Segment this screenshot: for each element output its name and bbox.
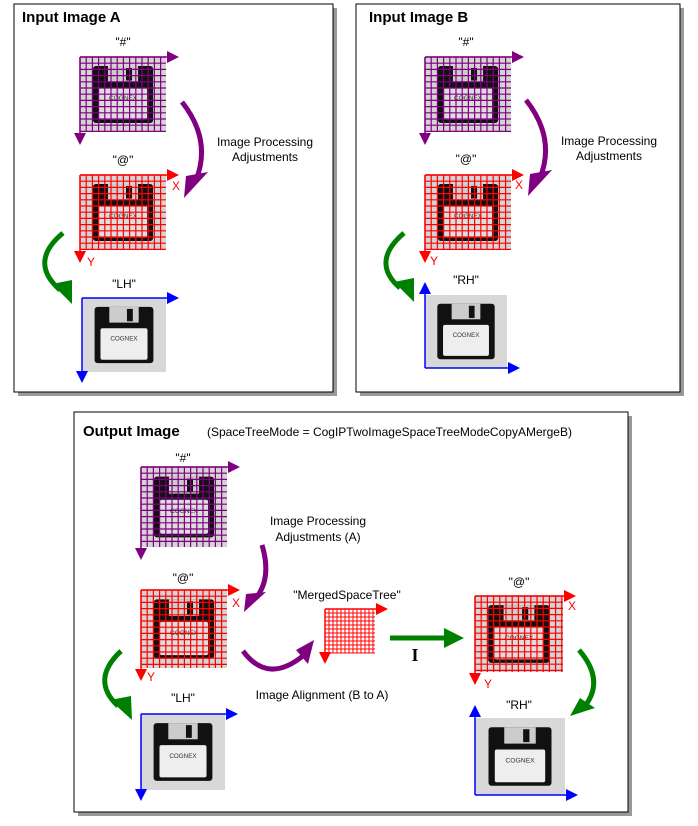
y-axis-label-a: Y: [87, 255, 95, 269]
x-axis-label-a: X: [172, 179, 180, 193]
arrow-head: [528, 170, 552, 196]
processing-label-b-2: Adjustments: [576, 149, 642, 163]
processing-label-a-2: Adjustments: [232, 150, 298, 164]
alignment-label: Image Alignment (B to A): [256, 688, 389, 702]
y-axis-label-out: Y: [147, 670, 155, 684]
image-at-b: COGNEX: [419, 169, 524, 263]
cognex-logo: COGNEX: [110, 336, 138, 343]
arrow-shaft: [240, 649, 306, 672]
image-lh-a: COGNEX: [76, 292, 179, 383]
floppy-shutter: [109, 306, 139, 323]
arrow-shaft: [524, 98, 548, 179]
cognex-logo: COGNEX: [169, 753, 197, 760]
identity-arrow: [390, 628, 464, 648]
x-axis-label-out: X: [232, 596, 240, 610]
floppy-shutter-slot: [185, 725, 192, 738]
green-arrow-out-left: [102, 649, 132, 720]
floppy-shutter-slot: [468, 305, 475, 318]
floppy-shutter: [504, 727, 536, 744]
panel-b-title: Input Image B: [369, 9, 468, 26]
alignment-arrow: [240, 640, 314, 672]
floppy-label: [494, 749, 546, 783]
y-axis-label-b: Y: [430, 254, 438, 268]
label-hash-a: "#": [115, 35, 130, 49]
panel-a-title: Input Image A: [22, 9, 121, 26]
floppy-label: [159, 745, 207, 778]
x-axis-label-right: X: [568, 599, 576, 613]
image-hash-b: COGNEX: [419, 51, 524, 145]
label-hash-b: "#": [458, 35, 473, 49]
image-hash-a: COGNEX: [74, 51, 179, 145]
green-arrow-out-right: [570, 648, 597, 716]
processing-label-a-1: Image Processing: [217, 135, 313, 149]
image-at-right: COGNEX: [469, 590, 576, 685]
arrow-head: [570, 698, 595, 716]
processing-arrow-b: [524, 98, 552, 196]
floppy-label: [100, 328, 148, 360]
processing-label-b-1: Image Processing: [561, 134, 657, 148]
cognex-logo: COGNEX: [505, 635, 534, 642]
arrow-head: [110, 696, 132, 720]
image-rh-b: COGNEX: [419, 282, 520, 374]
x-axis-label-b: X: [515, 178, 523, 192]
label-at-out: "@": [173, 571, 194, 585]
arrow-shaft: [180, 100, 204, 181]
arrow-head: [296, 640, 314, 664]
arrow-shaft: [383, 231, 406, 290]
floppy-shutter: [168, 723, 198, 740]
floppy-shutter: [451, 303, 481, 320]
label-lh-out: "LH": [171, 691, 195, 705]
y-axis-label-right: Y: [484, 677, 492, 691]
merged-space-tree-grid: [319, 603, 388, 664]
arrow-head: [444, 628, 464, 648]
output-title: Output Image: [83, 423, 180, 440]
processing-label-out-1: Image Processing: [270, 514, 366, 528]
label-lh-a: "LH": [112, 277, 136, 291]
image-hash-out: COGNEX: [135, 461, 240, 560]
image-rh-out: COGNEX: [469, 705, 578, 801]
panel-input-a: [13, 3, 334, 393]
label-hash-out: "#": [175, 451, 190, 465]
label-rh-b: "RH": [453, 273, 479, 287]
cognex-logo: COGNEX: [453, 332, 480, 339]
arrow-head: [184, 172, 208, 198]
arrow-head: [394, 278, 414, 302]
arrow-shaft: [577, 648, 597, 708]
merged-space-tree-label: "MergedSpaceTree": [293, 588, 400, 602]
floppy-label: [443, 324, 489, 356]
green-arrow-b: [383, 231, 414, 302]
floppy-shutter-slot: [523, 729, 530, 743]
floppy-shutter-slot: [126, 308, 133, 322]
label-at-right: "@": [509, 575, 530, 589]
image-at-out: COGNEX: [135, 584, 240, 681]
label-at-a: "@": [113, 153, 134, 167]
identity-label: I: [411, 645, 418, 665]
label-rh-out: "RH": [506, 698, 532, 712]
image-at-a: COGNEX: [74, 169, 179, 263]
processing-arrow-a: [180, 100, 208, 198]
processing-label-out-2: Adjustments (A): [275, 530, 360, 544]
arrow-head: [52, 280, 72, 304]
image-lh-out: COGNEX: [135, 708, 238, 801]
cognex-logo: COGNEX: [505, 757, 535, 764]
label-at-b: "@": [456, 152, 477, 166]
panel-input-b: [355, 3, 681, 393]
processing-arrow-out: [244, 544, 269, 612]
space-tree-mode: (SpaceTreeMode = CogIPTwoImageSpaceTreeM…: [207, 425, 572, 439]
green-arrow-a: [42, 231, 72, 304]
arrow-head: [244, 592, 266, 612]
